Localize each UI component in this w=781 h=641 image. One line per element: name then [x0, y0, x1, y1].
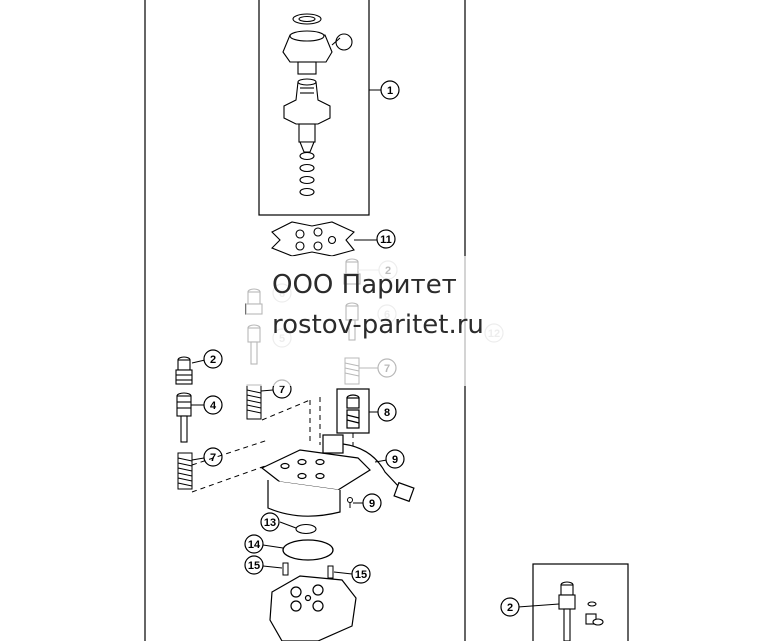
leader-line: [333, 571, 353, 575]
leader-line: [517, 603, 560, 608]
leader-line: [262, 565, 283, 569]
callout-15a: 15: [244, 555, 264, 575]
gasket-11: [271, 221, 355, 257]
callout-14-label: 14: [248, 539, 261, 551]
part-8-box: [336, 388, 370, 434]
callout-8: 8: [377, 402, 397, 422]
callout-8-label: 8: [384, 407, 390, 419]
assembly-1-box: [258, 0, 370, 216]
callout-4-label: 4: [210, 400, 217, 412]
leader-line: [374, 459, 388, 463]
solenoid-body-9: [260, 434, 415, 517]
base-housing: [269, 575, 357, 641]
callout-11: 11: [376, 229, 396, 249]
alignment-dashes: [191, 397, 354, 493]
callout-15a-label: 15: [248, 560, 260, 572]
callout-15b: 15: [351, 564, 371, 584]
assembly-1-parts: [282, 13, 353, 197]
watermark-site: rostov-paritet.ru: [272, 310, 484, 340]
callout-7b-label: 7: [279, 384, 285, 396]
callout-9b: 9: [362, 493, 382, 513]
valve-cap-2: [175, 356, 193, 385]
inset-box: [532, 563, 629, 641]
leader-line: [191, 359, 206, 364]
callout-2a: 2: [203, 349, 223, 369]
callout-9b-label: 9: [369, 498, 375, 510]
callout-14: 14: [244, 534, 264, 554]
watermark-panel: [246, 256, 536, 386]
leader-line: [260, 389, 274, 392]
callout-2b-label: 2: [385, 265, 391, 277]
o-ring-13: [295, 523, 317, 535]
watermark-company: ООО Паритет: [272, 270, 457, 300]
pins-15: [282, 562, 334, 579]
inset-parts: [558, 581, 604, 641]
callout-9a-label: 9: [392, 454, 398, 466]
spool-4: [176, 392, 192, 443]
screw-9: [347, 497, 353, 508]
leader-line: [191, 457, 205, 461]
callout-13: 13: [260, 512, 280, 532]
leader-line: [262, 544, 284, 549]
callout-4: 4: [203, 395, 223, 415]
callout-2-inset-label: 2: [507, 602, 513, 614]
callout-9a: 9: [385, 449, 405, 469]
leader-line: [279, 521, 297, 529]
callout-13-label: 13: [264, 517, 276, 529]
spring-7a: [177, 452, 193, 490]
callout-11-label: 11: [380, 234, 392, 246]
callout-1-label: 1: [387, 85, 393, 97]
callout-1: 1: [380, 80, 400, 100]
o-ring-14: [282, 539, 334, 561]
callout-2-inset: 2: [500, 597, 520, 617]
callout-15b-label: 15: [355, 569, 367, 581]
callout-2a-label: 2: [210, 354, 216, 366]
